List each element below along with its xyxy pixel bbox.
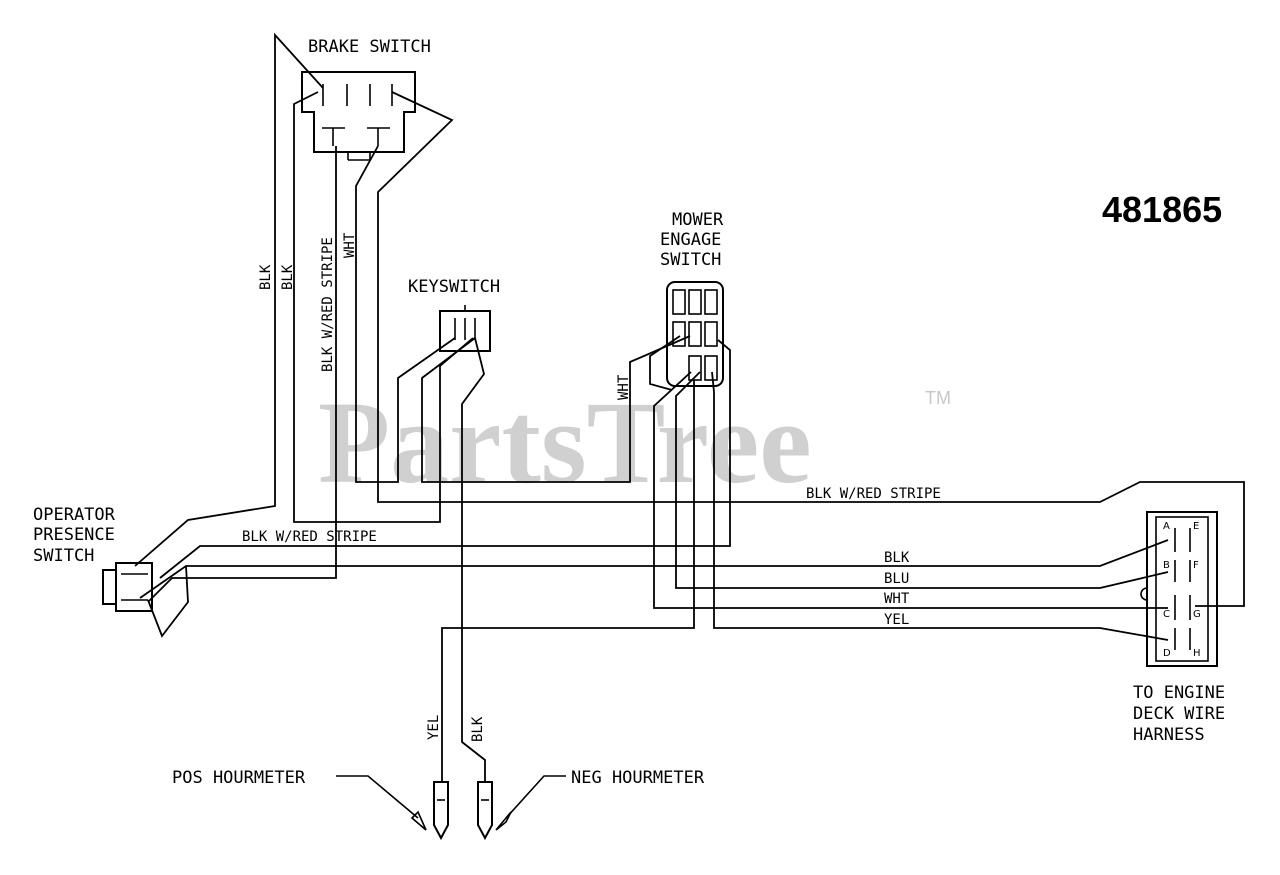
harness-label-2: DECK WIRE [1133, 704, 1225, 724]
wire-key-to-mower [421, 335, 691, 483]
pos-hourmeter-terminal [336, 775, 449, 841]
wire-wht-mower [649, 335, 681, 391]
pin-h: H [1193, 648, 1201, 659]
label-blk-2: BLK [280, 264, 296, 290]
wire-blk-red-mid [159, 339, 731, 579]
pin-a: A [1163, 521, 1170, 532]
part-number: 481865 [1102, 189, 1222, 230]
label-blk-harness: BLK [884, 550, 910, 566]
neg-hourmeter-terminal [477, 775, 566, 841]
wire-blk-hourmeter [461, 337, 486, 782]
brake-switch [301, 71, 416, 161]
label-wht-harness: WHT [884, 591, 910, 607]
keyswitch-label: KEYSWITCH [408, 277, 500, 297]
wire-wht-brake [355, 145, 456, 483]
label-wht-brake: WHT [342, 232, 358, 258]
watermark-tm: TM [925, 388, 951, 408]
wire-blk-outer [134, 32, 324, 567]
operator-presence-switch [102, 562, 153, 612]
harness-connector [1140, 511, 1218, 667]
label-yel-hourmeter: YEL [426, 715, 442, 740]
label-blk-red-top: BLK W/RED STRIPE [806, 486, 941, 502]
pos-hourmeter-label: POS HOURMETER [172, 768, 306, 788]
wire-blk-harness [139, 539, 1169, 599]
label-blk-red-vertical: BLK W/RED STRIPE [320, 237, 336, 372]
neg-hourmeter-label: NEG HOURMETER [571, 768, 705, 788]
pin-g: G [1193, 609, 1201, 620]
label-blk-red-mid: BLK W/RED STRIPE [242, 529, 377, 545]
wire-blk-red-top [377, 91, 1245, 607]
operator-presence-label-3: SWITCH [33, 546, 94, 566]
label-blk-hourmeter: BLK [470, 716, 486, 742]
wire-blu-harness [675, 371, 1169, 589]
wire-yel-harness [711, 371, 1169, 641]
wire-blk-red-vertical [147, 146, 337, 603]
brake-switch-label: BRAKE SWITCH [308, 37, 431, 57]
wire-yel-hourmeter [441, 380, 695, 782]
pin-e: E [1193, 521, 1199, 532]
pin-d: D [1163, 648, 1171, 659]
wire-wht-harness [653, 371, 1168, 609]
harness-label-3: HARNESS [1133, 725, 1205, 745]
label-wht-mower: WHT [616, 374, 632, 400]
wire-operator-loop [147, 565, 189, 638]
mower-engage-label-1: MOWER [672, 210, 724, 230]
pin-f: F [1193, 560, 1199, 571]
label-blu-harness: BLU [884, 571, 909, 587]
mower-engage-label-2: ENGAGE [660, 230, 721, 250]
mower-engage-switch [666, 281, 724, 387]
watermark: PartsTree [318, 377, 812, 508]
pin-b: B [1163, 560, 1170, 571]
label-blk-1: BLK [258, 264, 274, 290]
operator-presence-label-2: PRESENCE [33, 525, 115, 545]
pin-c: C [1163, 609, 1170, 620]
mower-engage-label-3: SWITCH [660, 250, 721, 270]
operator-presence-label-1: OPERATOR [33, 505, 116, 525]
label-yel-harness: YEL [884, 612, 909, 628]
harness-label-1: TO ENGINE [1133, 683, 1225, 703]
